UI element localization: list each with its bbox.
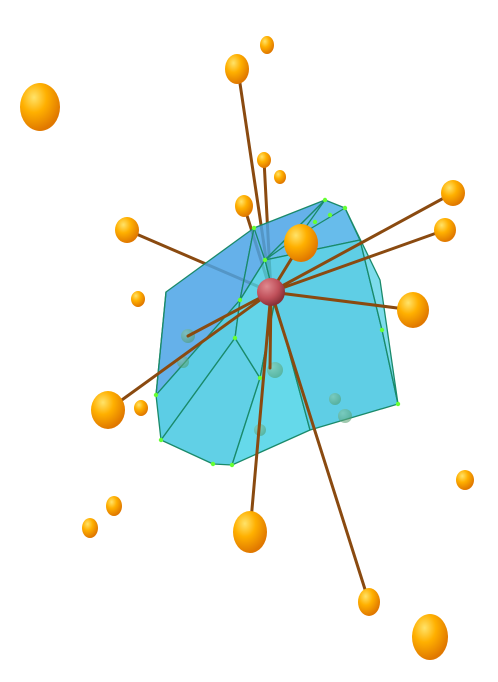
atom — [235, 195, 253, 217]
bond — [269, 191, 455, 294]
vertex-marker — [327, 212, 333, 218]
polyhedron-face — [344, 207, 399, 405]
vertex-marker — [229, 462, 235, 468]
bond — [186, 290, 273, 338]
polyhedron-edge — [253, 199, 326, 261]
coordination-polyhedron — [155, 199, 399, 466]
outer-atoms — [20, 36, 474, 660]
vertex-marker — [237, 297, 243, 303]
atom — [358, 588, 380, 616]
atom — [225, 54, 249, 84]
vertex-marker — [342, 205, 348, 211]
vertex-marker — [379, 327, 385, 333]
atom — [284, 224, 318, 262]
atom — [233, 511, 267, 553]
atom — [274, 170, 286, 184]
vertex-marker — [210, 461, 216, 467]
vertex-marker — [312, 219, 318, 225]
polyhedron-edge — [155, 291, 167, 396]
vertex-marker — [257, 375, 263, 381]
polyhedron-vertices — [153, 197, 401, 468]
bond — [269, 290, 371, 604]
bonds-front — [106, 191, 455, 604]
atom — [20, 83, 60, 131]
bond — [269, 228, 447, 294]
bond — [106, 290, 273, 412]
atom — [441, 180, 465, 206]
atom — [106, 496, 122, 516]
vertex-marker — [322, 197, 328, 203]
atom — [434, 218, 456, 242]
atom — [412, 614, 448, 660]
atom — [134, 400, 148, 416]
inner-atom — [329, 393, 341, 405]
atom — [397, 292, 429, 328]
atom — [456, 470, 474, 490]
atom — [115, 217, 139, 243]
atom — [82, 518, 98, 538]
atom — [257, 152, 271, 168]
inner-atom — [338, 409, 352, 423]
atom — [131, 291, 145, 307]
center-atom — [257, 278, 285, 306]
vertex-marker — [251, 225, 257, 231]
atom — [260, 36, 274, 54]
vertex-marker — [153, 392, 159, 398]
vertex-marker — [395, 401, 401, 407]
bond — [269, 290, 415, 312]
vertex-marker — [232, 335, 238, 341]
atom — [91, 391, 125, 429]
vertex-marker — [262, 257, 268, 263]
bond — [248, 290, 273, 534]
vertex-marker — [158, 437, 164, 443]
